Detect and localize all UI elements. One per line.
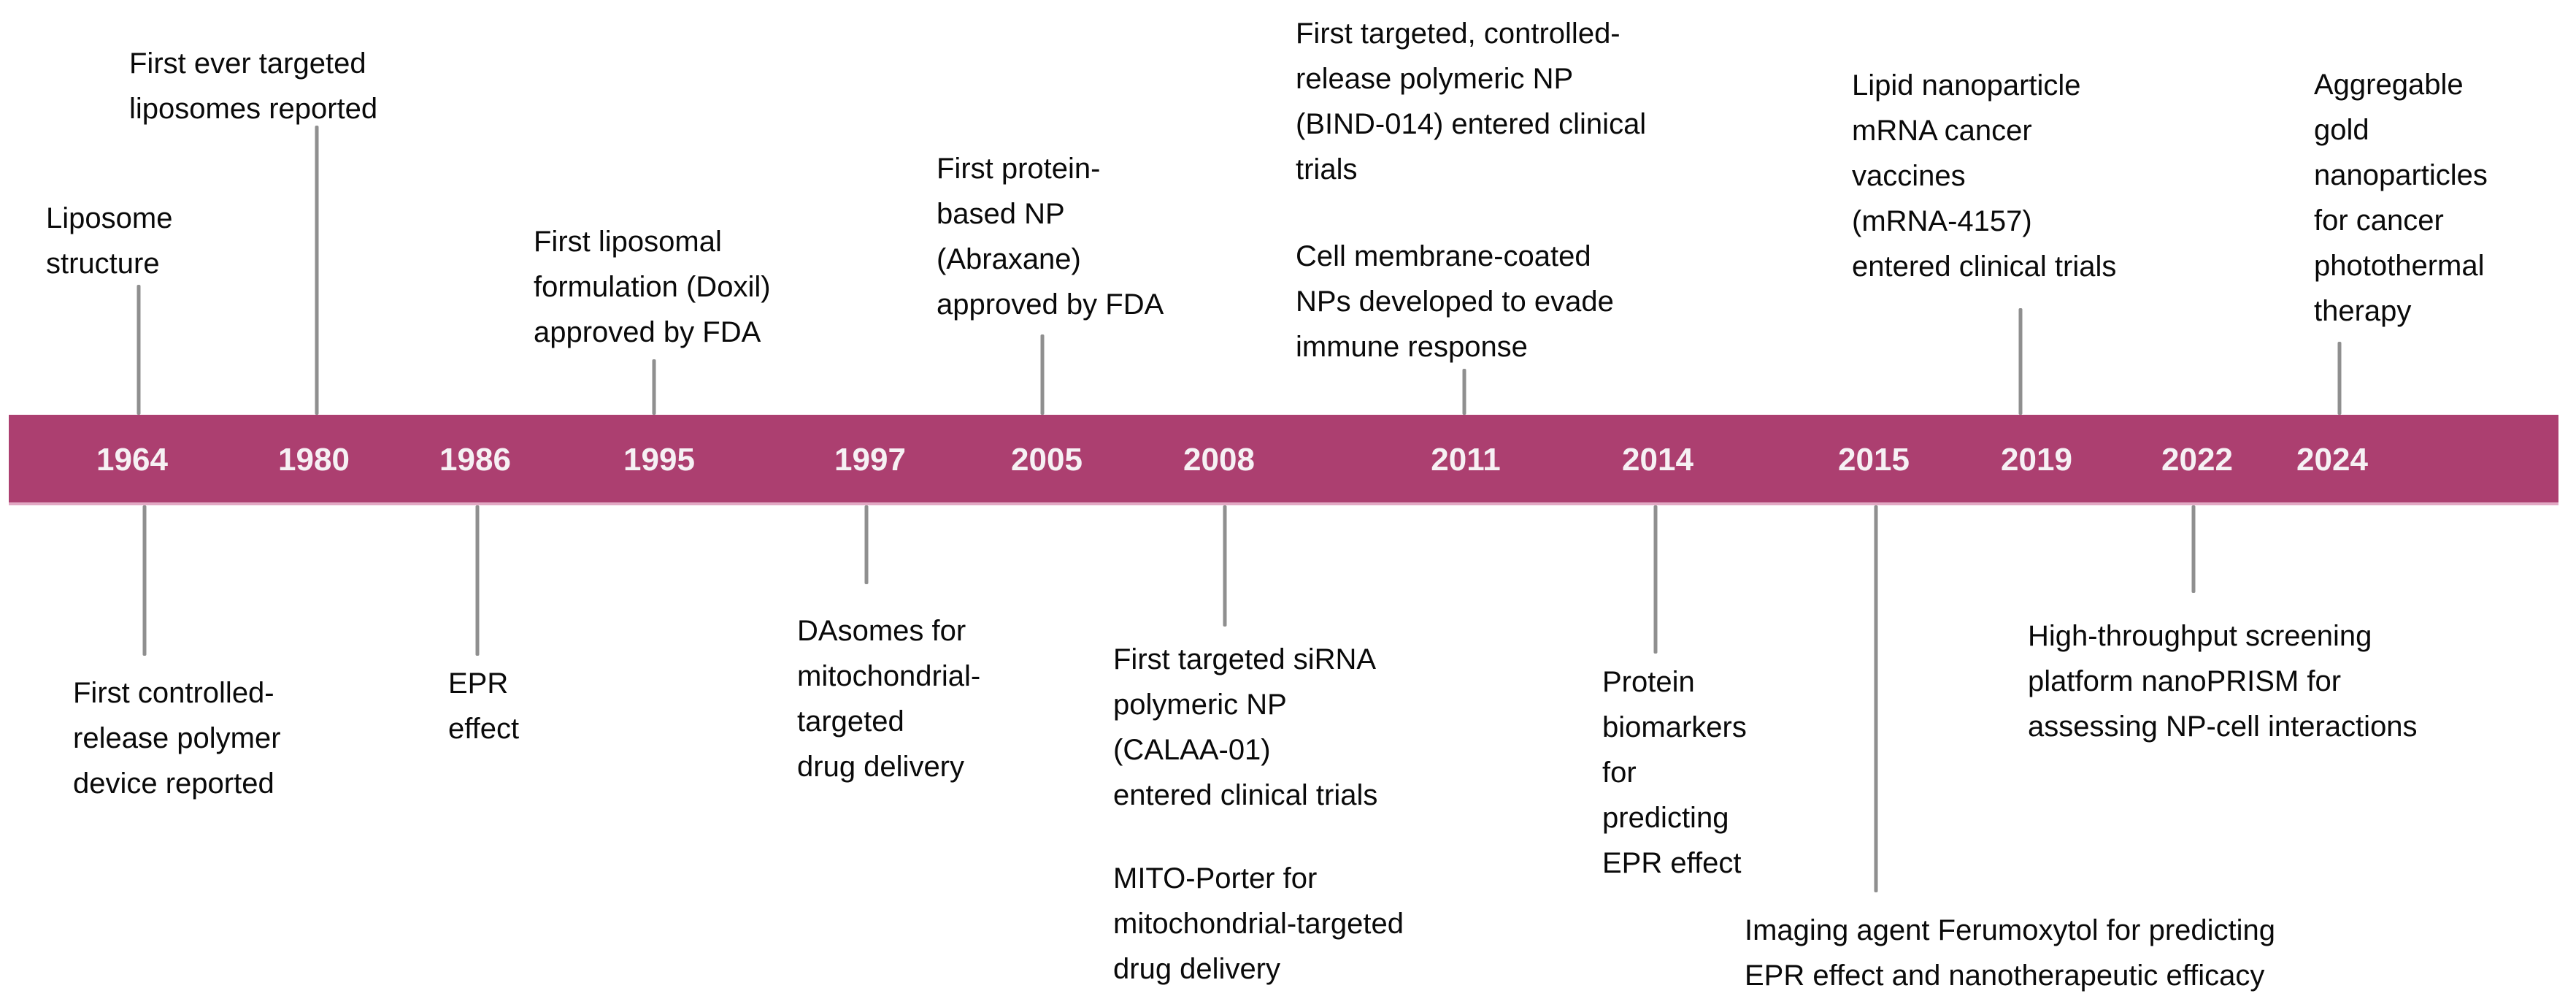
connector-above-2005 — [1040, 334, 1045, 415]
year-label-2005: 2005 — [1011, 442, 1083, 478]
year-label-1980: 1980 — [278, 442, 350, 478]
year-label-2022: 2022 — [2161, 442, 2233, 478]
event-label-above-2019: Lipid nanoparticle mRNA cancer vaccines … — [1852, 69, 2117, 283]
event-label-above-2011-2: Cell membrane-coated NPs developed to ev… — [1296, 240, 1614, 363]
connector-above-2011 — [1462, 369, 1466, 415]
year-label-1964: 1964 — [96, 442, 168, 478]
year-label-2015: 2015 — [1838, 442, 1910, 478]
event-label-below-2022: High-throughput screening platform nanoP… — [2028, 620, 2418, 743]
connector-above-1980 — [315, 126, 319, 415]
event-label-below-2015: Imaging agent Ferumoxytol for predicting… — [1745, 914, 2276, 992]
event-label-above-1995: First liposomal formulation (Doxil) appr… — [534, 226, 771, 348]
connector-below-2008 — [1223, 505, 1227, 627]
event-label-above-2011: First targeted, controlled- release poly… — [1296, 18, 1647, 185]
year-label-2019: 2019 — [2001, 442, 2072, 478]
year-label-2011: 2011 — [1431, 442, 1501, 478]
year-label-1986: 1986 — [439, 442, 511, 478]
connector-below-2014 — [1653, 505, 1658, 654]
year-label-2008: 2008 — [1183, 442, 1255, 478]
connector-below-1964 — [142, 505, 147, 656]
year-label-1995: 1995 — [623, 442, 695, 478]
event-label-above-2024: Aggregable gold nanoparticles for cancer… — [2314, 69, 2488, 327]
event-label-above-1980: First ever targeted liposomes reported — [129, 47, 378, 125]
event-label-above-1964: Liposome structure — [46, 202, 173, 280]
event-label-below-1964: First controlled- release polymer device… — [73, 677, 281, 800]
connector-below-2015 — [1874, 505, 1878, 892]
event-label-above-2005: First protein- based NP (Abraxane) appro… — [937, 153, 1164, 321]
event-label-below-2014: Protein biomarkers for predicting EPR ef… — [1602, 666, 1747, 879]
year-label-2014: 2014 — [1622, 442, 1693, 478]
connector-above-1964 — [137, 285, 141, 415]
connector-above-2024 — [2337, 342, 2342, 415]
year-label-2024: 2024 — [2296, 442, 2368, 478]
connector-below-1986 — [475, 505, 480, 656]
connector-below-1997 — [864, 505, 869, 584]
connector-above-1995 — [652, 359, 656, 415]
timeline-bar — [9, 415, 2558, 505]
event-label-below-1997: DAsomes for mitochondrial- targeted drug… — [797, 615, 981, 783]
year-label-1997: 1997 — [834, 442, 906, 478]
event-label-below-1986: EPR effect — [448, 667, 520, 745]
event-label-below-2008: First targeted siRNA polymeric NP (CALAA… — [1113, 643, 1378, 811]
connector-below-2022 — [2191, 505, 2196, 593]
connector-above-2019 — [2018, 308, 2023, 415]
event-label-below-2008-2: MITO-Porter for mitochondrial-targeted d… — [1113, 862, 1404, 985]
